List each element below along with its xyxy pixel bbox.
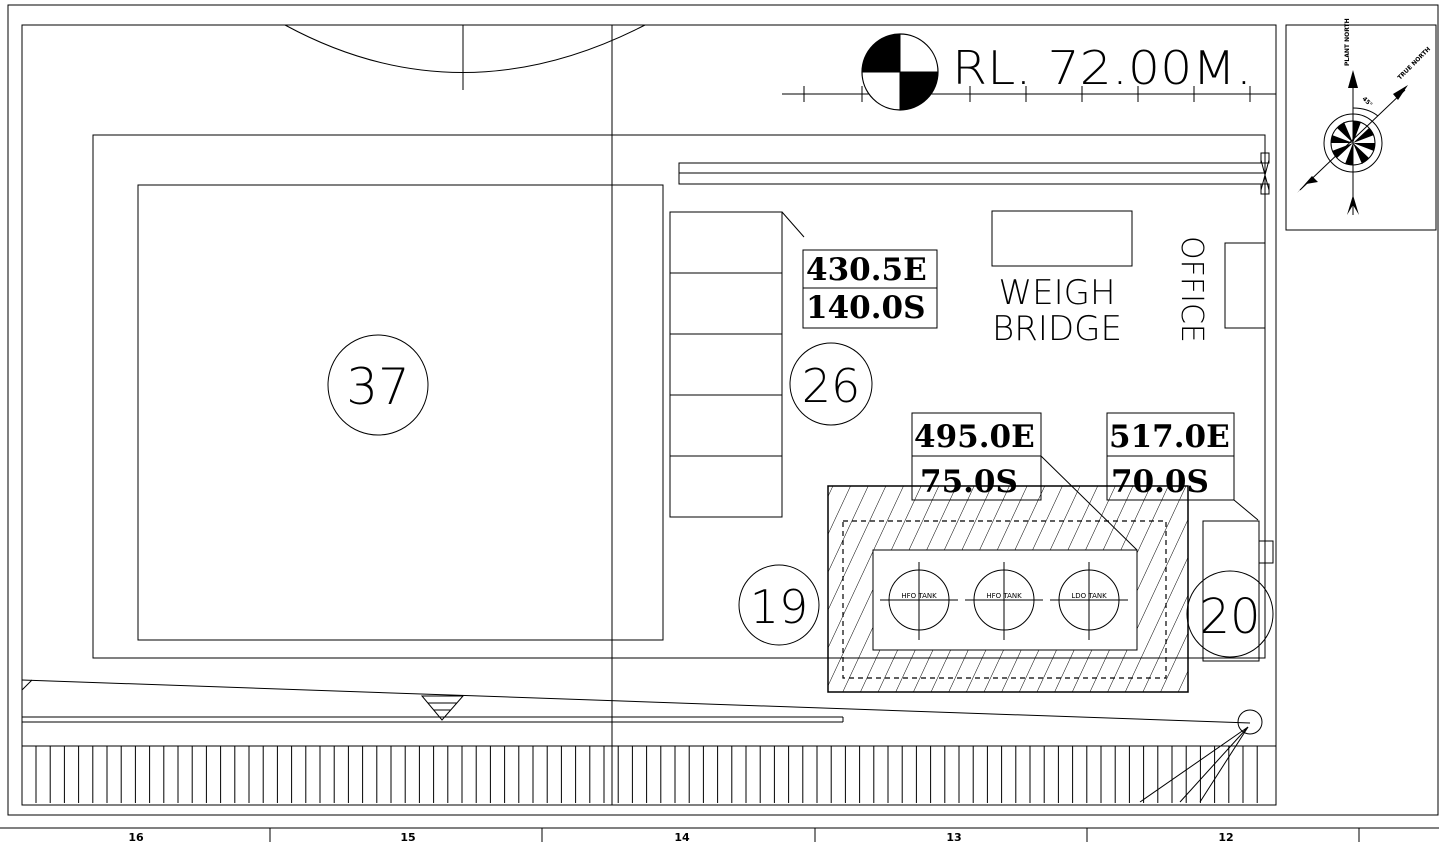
tank-3-label: LDO TANK [1071, 592, 1107, 600]
north-arrow-icon [1297, 70, 1408, 215]
level-label: RL. 72.00M. [952, 41, 1252, 95]
tank-3 [1050, 562, 1128, 640]
coord-1-east: 430.5E [806, 252, 927, 288]
storage-bays [669, 211, 783, 518]
true-north-label: TRUE NORTH [1396, 46, 1432, 82]
datum-ticks [803, 86, 1251, 102]
gate-post-top [1260, 152, 1270, 164]
weigh-bridge-line2: BRIDGE [992, 309, 1122, 349]
sheet-border [7, 4, 1439, 816]
grid-label-16: 16 [128, 831, 144, 842]
marker-19 [738, 564, 820, 646]
coord-3-east: 517.0E [1109, 419, 1230, 455]
grid-label-12: 12 [1218, 831, 1233, 842]
coord-3-south: 70.0S [1111, 464, 1209, 500]
tank-2 [965, 562, 1043, 640]
weigh-bridge-pad [991, 210, 1133, 267]
north-angle-label: 45° [1361, 95, 1374, 108]
plant-north-label: PLANT NORTH [1344, 18, 1351, 66]
marker-37 [327, 334, 429, 436]
tank-2-label: HFO TANK [986, 592, 1022, 600]
coord-2-east: 495.0E [914, 419, 1035, 455]
office-label: OFFICE [1174, 236, 1209, 343]
grid-label-13: 13 [946, 831, 961, 842]
coord-1-south: 140.0S [806, 290, 925, 326]
marker-20-label: 20 [1199, 589, 1260, 645]
marker-19-label: 19 [750, 580, 809, 634]
grid-dividers [269, 828, 1360, 842]
parking-strip [35, 746, 1258, 803]
top-arc [284, 24, 646, 73]
drawing-frame [21, 24, 1277, 806]
level-triangle-icon [420, 695, 465, 721]
marker-26 [789, 342, 873, 426]
tank-fence [842, 520, 1167, 679]
marker-20 [1186, 570, 1274, 658]
office-block [1224, 242, 1266, 329]
north-arrow-box [1285, 24, 1437, 231]
coord-box-1 [802, 249, 938, 329]
weigh-bridge-line1: WEIGH [998, 273, 1115, 313]
grid-label-15: 15 [400, 831, 415, 842]
road-edge [21, 679, 1251, 724]
coord-2-south: 75.0S [920, 464, 1018, 500]
building-20 [1202, 520, 1260, 662]
tank-1 [880, 562, 958, 640]
marker-37-label: 37 [346, 358, 410, 416]
building-37 [137, 184, 664, 641]
manhole [1237, 709, 1263, 735]
grid-label-14: 14 [674, 831, 690, 842]
tank-1-label: HFO TANK [901, 592, 937, 600]
marker-26-label: 26 [802, 359, 861, 413]
level-symbol-icon [861, 33, 939, 111]
